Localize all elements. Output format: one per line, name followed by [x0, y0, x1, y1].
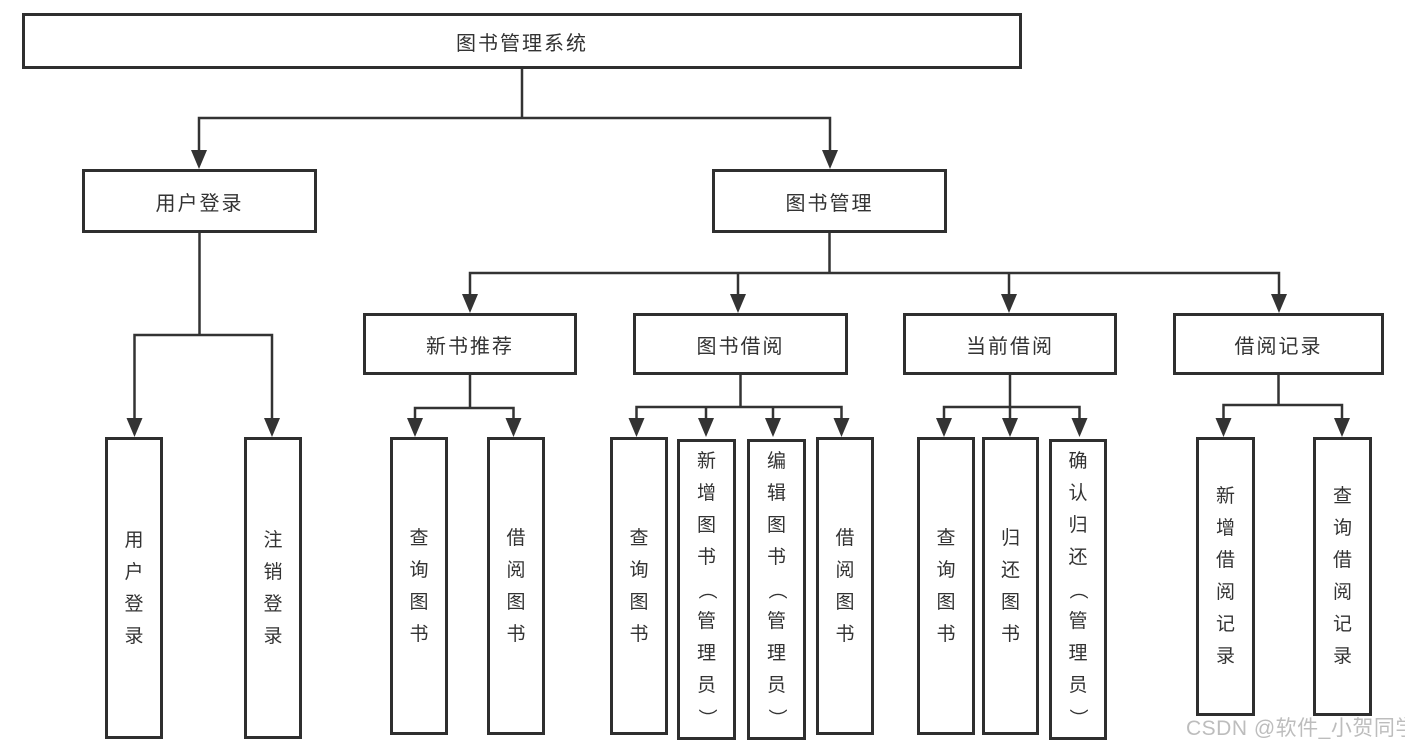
- leaf-query-borrow-record: 查询借阅记录: [1313, 437, 1372, 716]
- leaf-add-borrow-record: 新增借阅记录: [1196, 437, 1255, 716]
- node-book-borrowing: 图书借阅: [633, 313, 848, 375]
- leaf-borrow-books-label: 借阅图书: [835, 527, 855, 645]
- leaf-borrow-books-recommend: 借阅图书: [487, 437, 545, 735]
- node-book-management: 图书管理: [712, 169, 947, 233]
- leaf-borrow-books-recommend-label: 借阅图书: [506, 527, 526, 645]
- node-borrowing-records-label: 借阅记录: [1234, 335, 1323, 358]
- leaf-confirm-return-admin: 确认归还（管理员）: [1049, 439, 1107, 740]
- leaf-logout: 注销登录: [244, 437, 302, 739]
- node-borrowing-records: 借阅记录: [1173, 313, 1384, 375]
- watermark: CSDN @软件_小贺同学: [1186, 717, 1405, 740]
- leaf-query-books-recommend-label: 查询图书: [409, 527, 429, 645]
- leaf-query-books-borrowing: 查询图书: [610, 437, 668, 735]
- leaf-borrow-books: 借阅图书: [816, 437, 874, 735]
- node-new-book-recommend-label: 新书推荐: [426, 335, 514, 358]
- leaf-logout-label: 注销登录: [263, 529, 283, 647]
- leaf-edit-book-admin-label: 编辑图书（管理员）: [766, 451, 787, 727]
- leaf-user-login-label: 用户登录: [124, 529, 144, 647]
- leaf-add-book-admin-label: 新增图书（管理员）: [696, 451, 717, 727]
- node-new-book-recommend: 新书推荐: [363, 313, 577, 375]
- node-book-management-label: 图书管理: [785, 192, 874, 215]
- leaf-edit-book-admin: 编辑图书（管理员）: [747, 439, 806, 740]
- leaf-query-books-current: 查询图书: [917, 437, 975, 735]
- leaf-query-books-current-label: 查询图书: [936, 527, 956, 645]
- connector-segments: [133, 67, 1344, 420]
- leaf-confirm-return-admin-label: 确认归还（管理员）: [1067, 451, 1089, 727]
- leaf-query-books-recommend: 查询图书: [390, 437, 448, 735]
- leaf-return-books: 归还图书: [982, 437, 1039, 735]
- node-root-label: 图书管理系统: [456, 32, 588, 55]
- leaf-query-borrow-record-label: 查询借阅记录: [1332, 486, 1352, 667]
- node-current-borrowing: 当前借阅: [903, 313, 1117, 375]
- leaf-return-books-label: 归还图书: [1000, 527, 1020, 645]
- node-user-login-label: 用户登录: [155, 192, 244, 215]
- leaf-query-books-borrowing-label: 查询图书: [629, 527, 649, 645]
- arrowhead-icons: [126, 150, 1350, 437]
- leaf-user-login: 用户登录: [105, 437, 163, 739]
- leaf-add-book-admin: 新增图书（管理员）: [677, 439, 736, 740]
- node-book-borrowing-label: 图书借阅: [696, 335, 785, 358]
- leaf-add-borrow-record-label: 新增借阅记录: [1215, 486, 1235, 667]
- node-root: 图书管理系统: [22, 13, 1022, 69]
- node-current-borrowing-label: 当前借阅: [966, 335, 1054, 358]
- node-user-login: 用户登录: [82, 169, 317, 233]
